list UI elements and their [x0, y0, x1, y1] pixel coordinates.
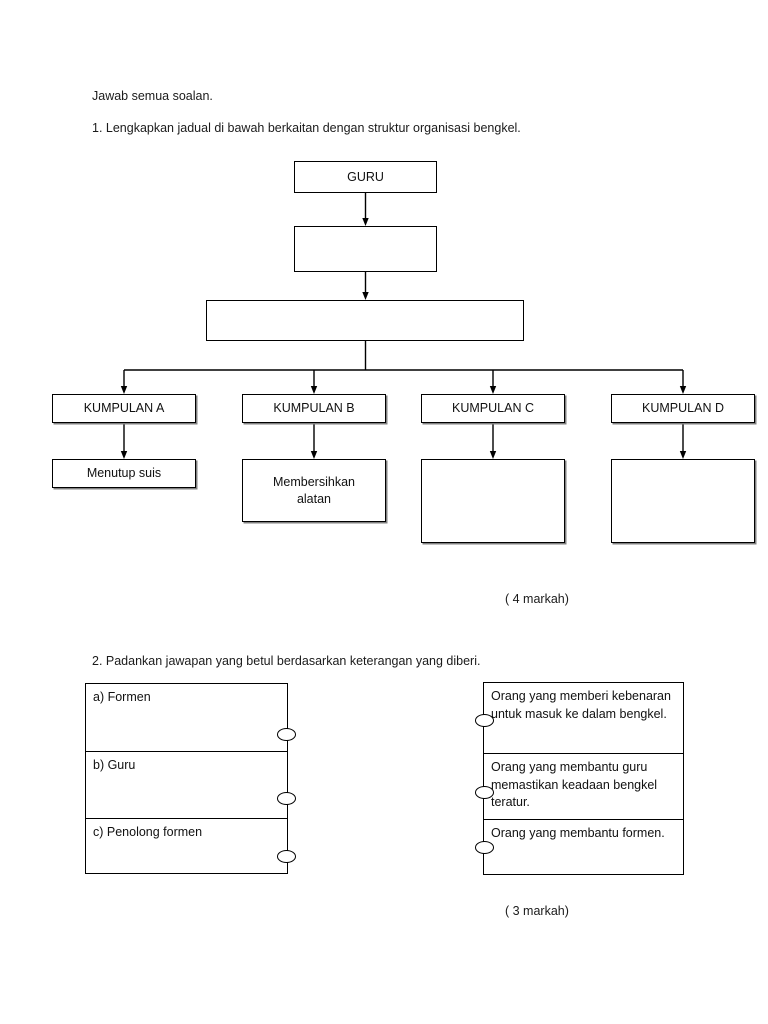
connector-knob-icon[interactable]	[277, 728, 296, 741]
flowchart-node-blank-2[interactable]	[206, 300, 524, 341]
matching-left-item-a[interactable]: a) Formen	[86, 684, 296, 752]
flowchart-node-kumpulan-d: KUMPULAN D	[611, 394, 755, 423]
matching-right-item-3[interactable]: Orang yang membantu formen.	[475, 820, 683, 876]
question-2-text: 2. Padankan jawapan yang betul berdasark…	[92, 654, 481, 668]
flowchart-node-kumpulan-a: KUMPULAN A	[52, 394, 196, 423]
question-2-marks: ( 3 markah)	[505, 904, 569, 918]
connector-knob-icon[interactable]	[475, 714, 494, 727]
connector-knob-icon[interactable]	[277, 850, 296, 863]
matching-left-item-a-label: a) Formen	[93, 690, 151, 704]
matching-right-item-3-label: Orang yang membantu formen.	[491, 826, 665, 840]
flowchart-node-kumpulan-b: KUMPULAN B	[242, 394, 386, 423]
flowchart-task-kumpulan-d[interactable]	[611, 459, 755, 543]
flowchart-node-guru: GURU	[294, 161, 437, 193]
connector-knob-icon[interactable]	[277, 792, 296, 805]
flowchart-node-blank-1[interactable]	[294, 226, 437, 272]
matching-right-item-2-label: Orang yang membantu guru memastikan kead…	[491, 760, 658, 809]
flowchart-node-kumpulan-c: KUMPULAN C	[421, 394, 565, 423]
flowchart-task-kumpulan-b: Membersihkan alatan	[242, 459, 386, 522]
connector-knob-icon[interactable]	[475, 841, 494, 854]
matching-left-item-c-label: c) Penolong formen	[93, 825, 203, 839]
flowchart-task-kumpulan-a: Menutup suis	[52, 459, 196, 488]
matching-right-item-2[interactable]: Orang yang membantu guru memastikan kead…	[475, 754, 683, 820]
matching-left-column: a) Formen b) Guru c) Penolong formen	[85, 683, 296, 875]
connector-knob-icon[interactable]	[475, 786, 494, 799]
matching-right-column: Orang yang memberi kebenaran untuk masuk…	[475, 682, 684, 876]
matching-left-item-c[interactable]: c) Penolong formen	[86, 819, 296, 875]
flowchart-task-kumpulan-c[interactable]	[421, 459, 565, 543]
matching-right-item-1-label: Orang yang memberi kebenaran untuk masuk…	[491, 689, 671, 721]
matching-right-item-1[interactable]: Orang yang memberi kebenaran untuk masuk…	[475, 683, 683, 754]
matching-left-item-b-label: b) Guru	[93, 758, 136, 772]
question-1-marks: ( 4 markah)	[505, 592, 569, 606]
intro-instruction: Jawab semua soalan.	[92, 89, 213, 103]
question-1-text: 1. Lengkapkan jadual di bawah berkaitan …	[92, 121, 521, 135]
matching-left-item-b[interactable]: b) Guru	[86, 752, 296, 819]
organisation-flowchart: GURU KUMPULAN A KUMPULAN B KUMPULAN C KU…	[52, 161, 755, 543]
